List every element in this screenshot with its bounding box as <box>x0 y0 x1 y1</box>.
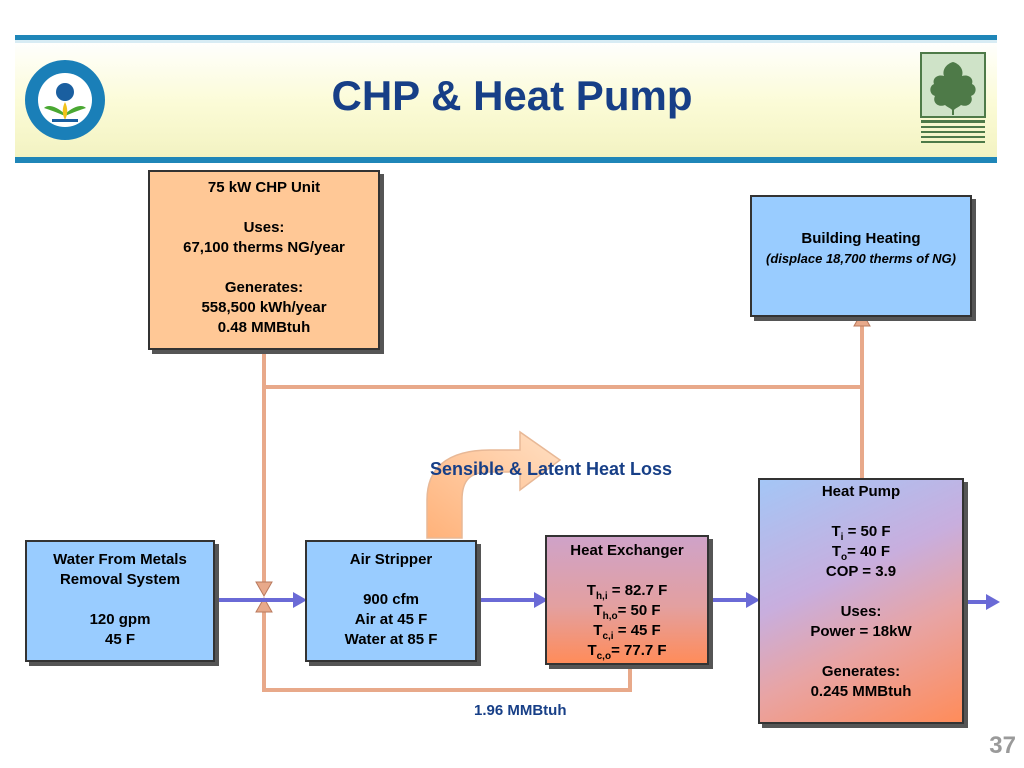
heat-pump-box: Heat Pump Ti = 50 F To= 40 F COP = 3.9 U… <box>758 478 964 724</box>
heat-loss-curved-arrow <box>426 430 562 539</box>
chp-generates-label: Generates: <box>224 279 304 296</box>
heating-note: (displace 18,700 therms of NG) <box>765 251 956 266</box>
temp-subscript: h,o <box>602 611 618 622</box>
temp-value: = 77.7 F <box>611 642 667 659</box>
chp-uses-value: 67,100 therms NG/year <box>183 239 345 256</box>
temp-symbol: T <box>831 543 842 560</box>
header-band <box>15 35 997 163</box>
stripper-water-temp: Water at 85 F <box>344 631 438 648</box>
chp-generates-power: 0.48 MMBtuh <box>217 319 311 336</box>
heat-exchanger-box: Heat Exchanger Th,i = 82.7 F Th,o= 50 F … <box>545 535 709 665</box>
temp-symbol: T <box>593 602 603 619</box>
chp-unit-box: 75 kW CHP Unit Uses: 67,100 therms NG/ye… <box>148 170 380 350</box>
hx-temp-row: Th,o= 50 F <box>547 601 707 622</box>
stripper-air-temp: Air at 45 F <box>354 611 428 628</box>
return-loop-arrowhead <box>255 596 273 613</box>
hx-temp-row: Th,i = 82.7 F <box>547 581 707 602</box>
temp-symbol: T <box>587 642 597 659</box>
water-flow-rate: 120 gpm <box>89 611 151 628</box>
massachusetts-dep-oak-leaf-icon <box>920 52 986 143</box>
building-heating-box: Building Heating (displace 18,700 therms… <box>750 195 972 317</box>
spacer <box>150 258 378 278</box>
hx-temp-row: Tc,o= 77.7 F <box>547 641 707 662</box>
heat-loss-label: Sensible & Latent Heat Loss <box>430 459 673 479</box>
chp-supply-arrowhead <box>255 581 273 598</box>
hp-cop: COP = 3.9 <box>825 563 897 580</box>
chp-uses-label: Uses: <box>243 219 285 236</box>
temp-symbol: T <box>586 582 596 599</box>
hx-title: Heat Exchanger <box>570 542 684 559</box>
temp-symbol: T <box>593 622 603 639</box>
spacer <box>307 570 475 590</box>
slide-title: CHP & Heat Pump <box>331 72 693 119</box>
return-loop-label: 1.96 MMBtuh <box>474 702 567 719</box>
spacer <box>760 642 962 662</box>
temp-value: = 50 F <box>617 602 661 619</box>
temp-value: = 50 F <box>843 523 891 540</box>
temp-subscript: o <box>841 552 848 563</box>
temp-value: = 82.7 F <box>607 582 668 599</box>
spacer <box>27 590 213 610</box>
temp-subscript: c,o <box>596 651 612 662</box>
spacer <box>760 502 962 522</box>
stripper-title: Air Stripper <box>349 551 433 568</box>
chp-title: 75 kW CHP Unit <box>207 179 321 196</box>
hp-generates-value: 0.245 MMBtuh <box>810 683 912 700</box>
water-title-line-2: Removal System <box>59 571 181 588</box>
temp-subscript: c,i <box>602 631 614 642</box>
temp-subscript: h,i <box>595 591 608 602</box>
page-number: 37 <box>989 732 1016 759</box>
temp-symbol: T <box>831 523 841 540</box>
header-highlight <box>15 40 997 43</box>
temp-subscript: i <box>840 532 844 543</box>
hp-temp-row: To= 40 F <box>760 542 962 563</box>
water-source-box: Water From Metals Removal System 120 gpm… <box>25 540 215 662</box>
hx-temp-row: Tc,i = 45 F <box>547 621 707 642</box>
temp-value: = 40 F <box>847 543 891 560</box>
chp-generates-energy: 558,500 kWh/year <box>201 299 327 316</box>
spacer <box>150 198 378 218</box>
hp-uses-value: Power = 18kW <box>810 623 912 640</box>
spacer <box>760 582 962 602</box>
hp-uses-label: Uses: <box>840 603 882 620</box>
stripper-cfm: 900 cfm <box>363 591 419 608</box>
hp-temp-row: Ti = 50 F <box>760 522 962 543</box>
spacer <box>547 561 707 581</box>
hp-generates-label: Generates: <box>821 663 901 680</box>
water-title-line-1: Water From Metals <box>53 551 187 568</box>
temp-value: = 45 F <box>613 622 661 639</box>
epa-seal-icon <box>25 60 105 140</box>
air-stripper-box: Air Stripper 900 cfm Air at 45 F Water a… <box>305 540 477 662</box>
hp-title: Heat Pump <box>821 483 901 500</box>
heating-title: Building Heating <box>801 230 921 247</box>
water-temperature: 45 F <box>104 631 135 648</box>
